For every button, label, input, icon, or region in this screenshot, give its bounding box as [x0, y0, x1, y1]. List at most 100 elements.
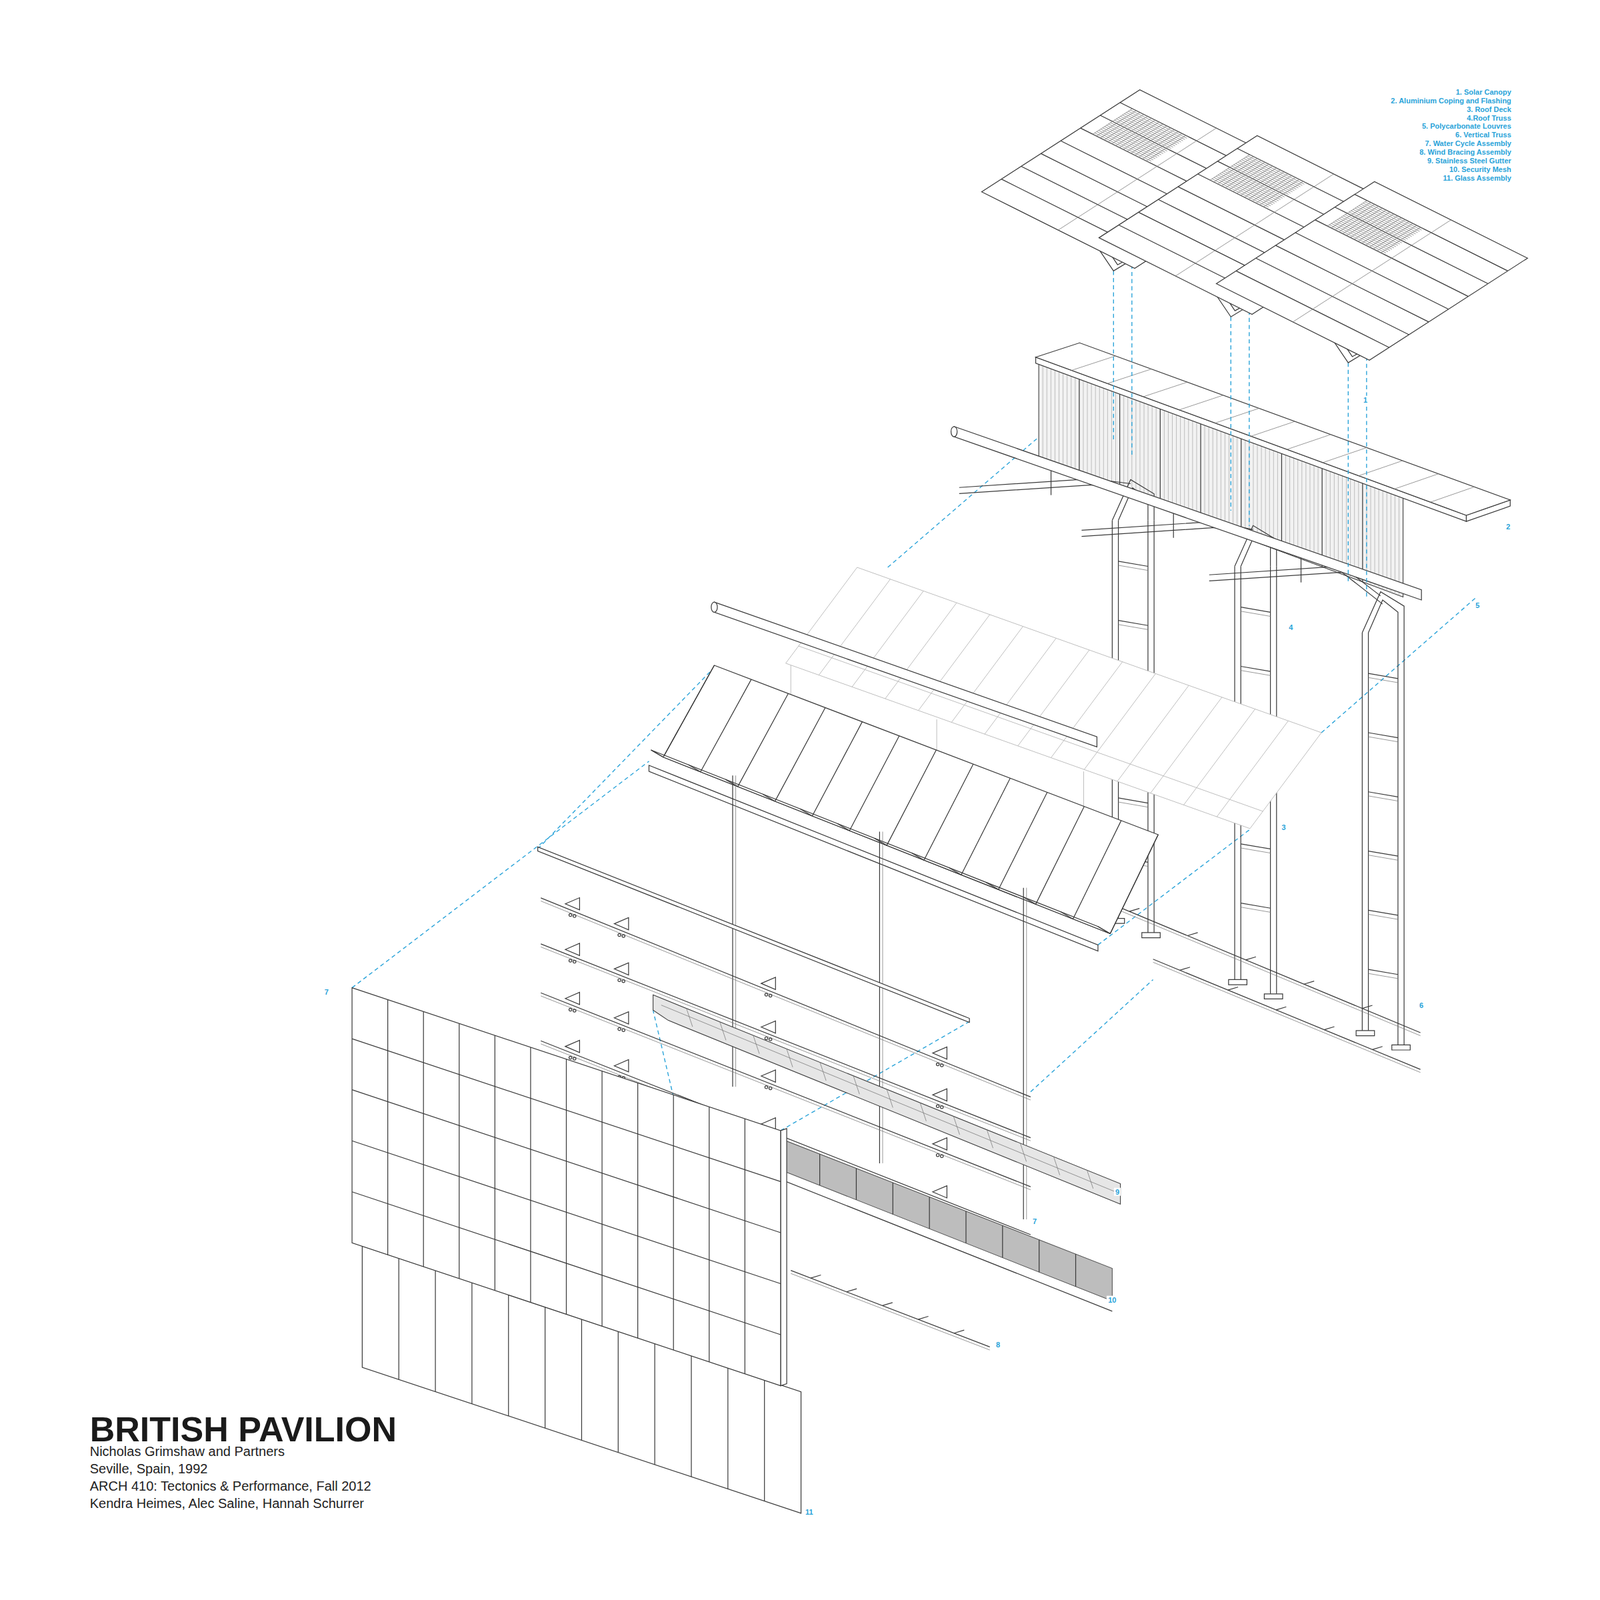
canopy-sail: [1216, 181, 1528, 360]
mesh-hatch: [1347, 213, 1404, 242]
louvre-blade: [1156, 406, 1157, 506]
mesh-joint: [965, 1211, 966, 1244]
louvre-blade: [1301, 460, 1302, 560]
bolt: [764, 1036, 768, 1040]
mesh-hatch: [1242, 160, 1299, 188]
panel-rib: [886, 750, 936, 846]
top-rail: [538, 846, 970, 1022]
mullion: [764, 1380, 765, 1502]
louvre-blade: [1354, 479, 1355, 580]
mullion: [398, 1258, 400, 1380]
louvre-blade: [1184, 416, 1185, 516]
spider-fitting: [614, 917, 628, 930]
bolt: [764, 1086, 768, 1089]
glass-edge: [780, 1128, 787, 1386]
coping-joint: [1394, 474, 1439, 490]
bolt: [940, 1154, 944, 1158]
truss-rung: [1118, 620, 1148, 626]
louvre-blade: [1160, 408, 1161, 507]
louvre-blade: [1123, 394, 1124, 494]
mullion: [544, 1306, 546, 1428]
louvre-blade: [1091, 382, 1092, 481]
truss-chord: [1404, 632, 1405, 1045]
louvre-blade: [1139, 400, 1140, 500]
mesh-hatch: [1260, 179, 1300, 205]
gutter-joint: [786, 1048, 793, 1068]
bolt: [618, 978, 621, 982]
gutter-joint: [720, 1022, 726, 1041]
coping-joint: [1358, 460, 1403, 476]
grid-line: [530, 1047, 531, 1303]
truss-rung: [1240, 607, 1270, 613]
mesh-hatch: [1359, 205, 1416, 234]
key-entry: 1. Solar Canopy: [1456, 87, 1512, 96]
bracing-tick: [918, 1316, 928, 1320]
bracing-rail: [790, 1270, 990, 1348]
spider-fitting: [565, 898, 580, 910]
louvre-blade: [1281, 452, 1282, 552]
panel-rib: [924, 764, 974, 860]
base-plate: [1228, 979, 1248, 985]
callout-number: 7: [323, 987, 330, 996]
truss-rung: [1368, 910, 1398, 916]
mullion: [618, 1331, 619, 1453]
bolt: [936, 1062, 939, 1066]
louvre-blade: [1164, 409, 1165, 508]
louvre-blade: [1042, 364, 1044, 463]
hanger-rod: [879, 831, 880, 1163]
louvre-blade: [1322, 467, 1323, 567]
credit-line: Seville, Spain, 1992: [90, 1460, 208, 1476]
louvre-blade: [1350, 477, 1351, 578]
louvre-blade: [1188, 418, 1189, 517]
dashed-guide: [653, 1010, 674, 1097]
bolt: [768, 1086, 772, 1090]
callout-number: 7: [1031, 1217, 1038, 1226]
bracing-tick: [954, 1330, 964, 1334]
panel-lip: [651, 750, 1111, 934]
bracing-rail: [1153, 959, 1421, 1070]
bolt: [940, 1106, 944, 1109]
glass-grid: [352, 988, 781, 1386]
bracing-tick: [1187, 932, 1198, 936]
truss-rung: [1368, 792, 1398, 798]
bolt: [936, 1104, 939, 1108]
coping-joint: [1143, 382, 1188, 397]
coping-joint: [1430, 486, 1475, 502]
gutter-joint: [1053, 1156, 1060, 1176]
grid-line: [494, 1035, 496, 1291]
louvre-blade: [1095, 384, 1096, 482]
mesh-hatch: [1126, 112, 1184, 141]
hanger-rod: [882, 831, 883, 1163]
louvre-blade: [1220, 430, 1222, 529]
mesh-hatch: [1238, 162, 1295, 190]
truss-web: [1173, 511, 1174, 538]
louvre-blade: [1228, 433, 1230, 533]
louvre-blade: [1277, 450, 1278, 550]
mesh-hatch: [1236, 163, 1293, 192]
panel-rib: [1036, 806, 1085, 905]
mesh-joint: [929, 1196, 930, 1229]
mesh-hatch: [1249, 154, 1306, 183]
spider-fitting: [614, 962, 628, 975]
louvre-blade: [1382, 489, 1384, 590]
truss-chord: [1362, 632, 1363, 1031]
bolt: [568, 1056, 572, 1059]
truss-rung: [1368, 736, 1398, 742]
panel-rib: [1110, 834, 1158, 934]
key-entry: 8. Wind Bracing Assembly: [1419, 148, 1512, 157]
key-entry: 10. Security Mesh: [1449, 165, 1512, 174]
louvre-blade: [1168, 410, 1169, 510]
louvre-blade: [1204, 424, 1206, 523]
louvre-blade: [1078, 378, 1080, 476]
bracing-tick: [1276, 1006, 1286, 1010]
key-entry: 2. Aluminium Coping and Flashing: [1390, 96, 1511, 105]
mesh-hatch: [1343, 216, 1400, 244]
tube-end: [711, 602, 718, 612]
louvre-blade: [1074, 376, 1076, 475]
mesh-joint: [1075, 1254, 1076, 1287]
panel-rib: [1060, 912, 1073, 920]
gutter-joint: [853, 1076, 860, 1095]
spider-fitting: [932, 1046, 947, 1059]
bolt: [568, 1008, 572, 1011]
truss-rung: [1240, 666, 1270, 672]
